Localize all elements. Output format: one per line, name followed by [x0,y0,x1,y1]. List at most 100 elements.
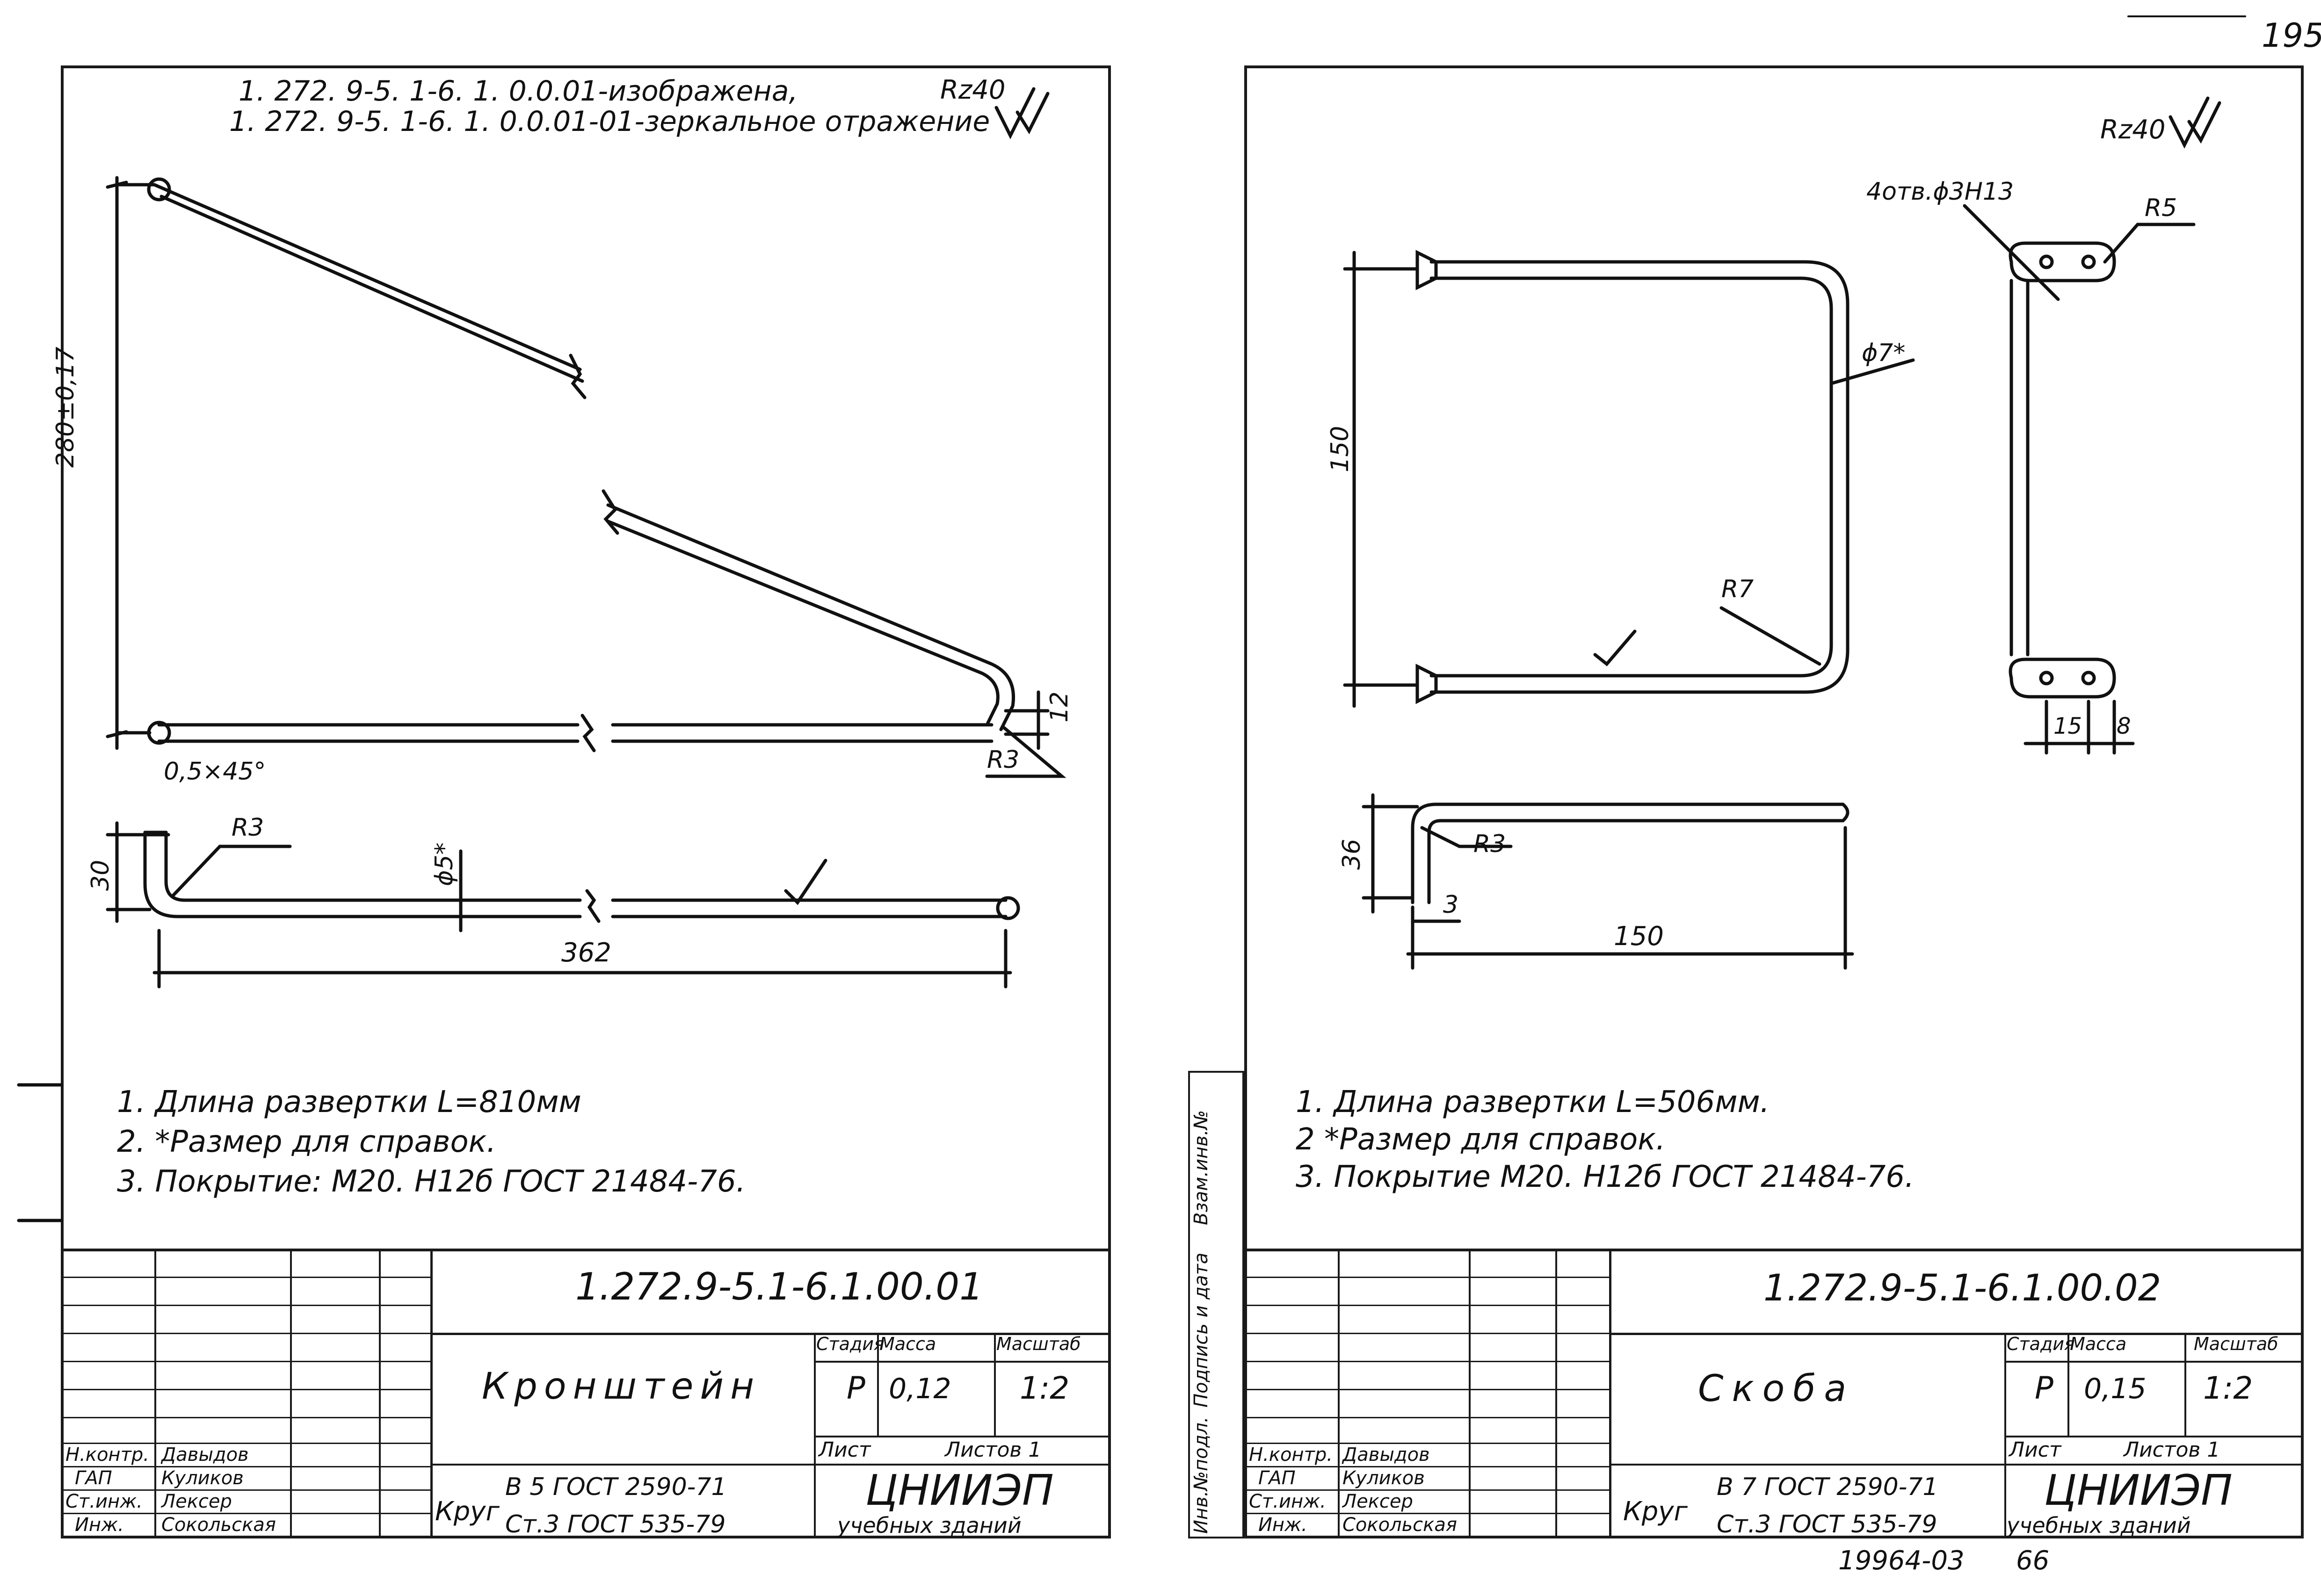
surface-check-mark-right [1593,629,1637,666]
break-mark-upper [569,354,587,399]
break-mark-lower [602,489,619,535]
dim-150-v-line [1343,251,1419,708]
page-number: 195 [2262,16,2321,55]
left-dim-chamfer: 0,5×45° [164,758,266,786]
r7-leader [1719,606,1821,666]
right-staff-name-4: Сокольская [1342,1514,1457,1536]
right-note-1: 1. Длина развертки L=506мм. [1296,1085,1770,1119]
left-mass-header: Масса [879,1334,936,1354]
dim-36-line [1362,793,1419,914]
right-dim-150-horizontal: 150 [1614,921,1664,952]
right-note-2: 2 *Размер для справок. [1296,1122,1666,1157]
right-title-block [1244,1249,2304,1538]
surface-check-mark [784,859,827,905]
hole-bottom-1 [2039,671,2054,686]
left-staff-name-2: Куликов [161,1467,244,1489]
staple-end-top [1415,250,1438,290]
bracket-base-rod [157,723,994,743]
right-sheet-label: Лист [2009,1438,2061,1462]
left-mass: 0,12 [889,1372,951,1405]
left-staff-name-3: Лексер [161,1491,232,1512]
diam7-leader [1829,358,1915,385]
side-plate-bottom [2009,657,2116,699]
left-drawing-sheet [61,65,1111,1538]
left-org-line1: ЦНИИЭП [865,1466,1054,1515]
r3-leader-top [985,725,1066,778]
right-org-line2: учебных зданий [2007,1513,2191,1538]
right-dim-150-vertical: 150 [1326,426,1354,472]
roughness-mark-right [2169,96,2221,149]
right-note-3: 3. Покрытие М20. Н12б ГОСТ 21484-76. [1296,1160,1915,1194]
left-part-name: Кронштейн [482,1365,761,1408]
right-scale: 1:2 [2203,1370,2253,1406]
footer-code: 19964-03 [1838,1545,1965,1576]
right-material-line1: В 7 ГОСТ 2590-71 [1717,1473,1938,1501]
left-designation: 1.272.9-5.1-6.1.00.01 [575,1265,983,1308]
left-material-prefix: Круг [435,1496,500,1527]
right-side-stamp [1188,1071,1244,1538]
right-mass: 0,15 [2084,1372,2147,1405]
bracket-lower-rod [606,503,1015,731]
right-dim-r3: R3 [1473,830,1506,858]
staple-end-bottom [1415,664,1438,704]
right-staff-role-2: ГАП [1258,1467,1296,1489]
hole-bottom-2 [2081,671,2096,686]
left-note-1: 1. Длина развертки L=810мм [117,1085,581,1119]
break-mark-side [585,889,601,923]
left-scale-header: Масштаб [996,1334,1081,1354]
left-stage-header: Стадия [816,1334,885,1354]
right-dim-8: 8 [2117,713,2131,739]
r5-leader [2103,223,2196,264]
left-note-3: 3. Покрытие: М20. Н12б ГОСТ 21484-76. [117,1164,746,1199]
right-org-line1: ЦНИИЭП [2044,1466,2233,1515]
dim-30-line [106,821,170,923]
right-dim-36: 36 [1338,838,1366,870]
right-staff-name-3: Лексер [1342,1491,1413,1512]
left-dim-length: 362 [561,938,611,968]
left-ref-line-2: 1. 272. 9-5. 1-6. 1. 0.0.01-01-зеркально… [229,105,990,138]
side-plate-top [2009,241,2116,282]
left-material-line2: Ст.3 ГОСТ 535-79 [505,1510,726,1538]
left-staff-name-4: Сокольская [161,1514,276,1536]
hole-top-1 [2039,254,2054,269]
side-view-end [996,896,1020,920]
left-org-line2: учебных зданий [837,1513,1022,1538]
left-dim-r3-bottom: R3 [232,814,264,842]
right-roughness-label: Rz40 [2100,115,2166,145]
right-scale-header: Масштаб [2194,1334,2278,1354]
dim-280-line [106,176,156,750]
right-staff-role-1: Н.контр. [1249,1444,1333,1466]
right-dim-3: 3 [1443,891,1459,919]
right-dim-r5: R5 [2145,194,2177,222]
right-holes-label: 4отв.ϕ3Н13 [1866,178,2014,206]
left-sheets-label: Листов 1 [945,1438,1042,1462]
left-material-line1: В 5 ГОСТ 2590-71 [505,1473,727,1501]
right-part-name: Скоба [1698,1368,1855,1410]
left-margin-marks [17,1083,63,1222]
right-drawing-sheet [1244,65,2304,1538]
r3-leader-right [1420,826,1513,848]
right-staff-name-1: Давыдов [1342,1444,1430,1466]
roughness-mark [994,87,1050,139]
right-material-line2: Ст.3 ГОСТ 535-79 [1717,1510,1937,1538]
left-staff-role-1: Н.контр. [65,1444,149,1466]
side-rod [2009,279,2030,657]
left-staff-role-2: ГАП [75,1467,112,1489]
right-staff-name-2: Куликов [1342,1467,1425,1489]
bracket-upper-hole [147,177,171,202]
right-staff-role-4: Инж. [1258,1514,1307,1536]
right-dim-r7: R7 [1721,575,1754,603]
holes-leader [1963,204,2060,301]
left-roughness-label: Rz40 [940,75,1006,105]
right-dim-15: 15 [2053,713,2082,739]
right-sheets-label: Листов 1 [2124,1438,2220,1462]
right-dim-diam: ϕ7* [1862,339,1906,367]
right-stage-header: Стадия [2007,1334,2075,1354]
staple-rod [1429,260,1850,694]
dim-150-h-line [1406,826,1854,970]
side-view-rod [143,830,1008,918]
r3-leader-bottom [171,845,292,897]
left-scale: 1:2 [1020,1370,1070,1406]
left-dim-r3-top: R3 [987,746,1020,774]
